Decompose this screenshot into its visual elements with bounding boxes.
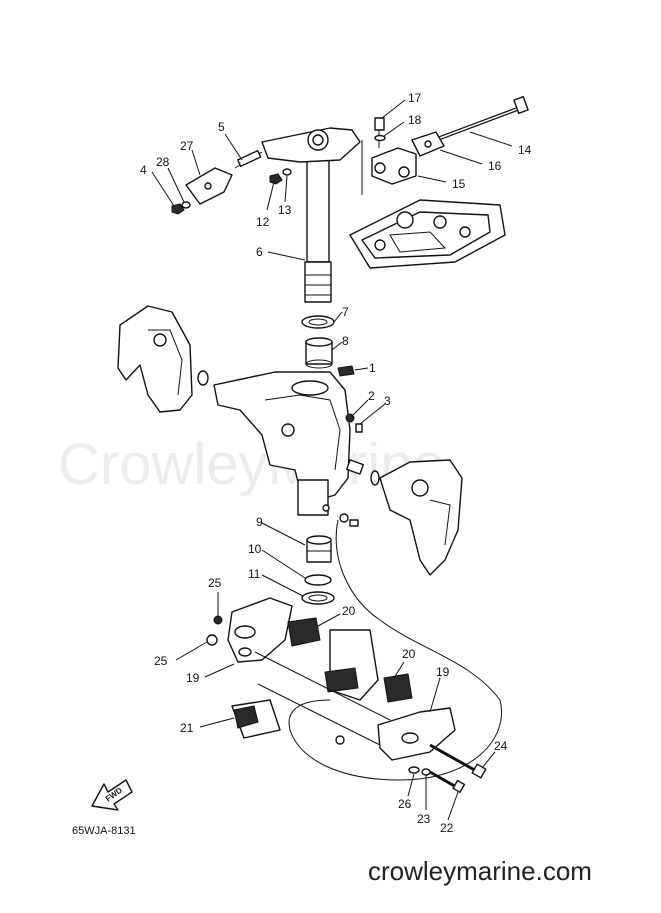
part-19-right-mount bbox=[377, 707, 456, 761]
part-12-nut bbox=[269, 173, 283, 185]
part-23-washer bbox=[421, 768, 431, 776]
callout-27: 27 bbox=[180, 139, 194, 153]
part-15-clamp bbox=[371, 147, 417, 185]
callout-11: 11 bbox=[248, 567, 261, 581]
callout-2: 2 bbox=[368, 389, 375, 403]
diagram-code: 65WJA-8131 bbox=[72, 825, 136, 837]
callout-1: 1 bbox=[369, 361, 376, 375]
part-13-washer bbox=[282, 168, 292, 176]
callout-20-right: 20 bbox=[402, 647, 416, 661]
part-21-cover bbox=[231, 699, 281, 739]
callout-21: 21 bbox=[180, 721, 194, 735]
callout-4: 4 bbox=[140, 163, 147, 177]
callout-17: 17 bbox=[408, 91, 422, 105]
callout-7: 7 bbox=[342, 305, 349, 319]
lower-case-center bbox=[324, 629, 379, 701]
website-label: crowleymarine.com bbox=[368, 856, 592, 886]
callout-3: 3 bbox=[384, 394, 391, 408]
part-3-screw bbox=[355, 423, 363, 433]
watermark: CrowleyMarine bbox=[58, 432, 445, 497]
leader-lines bbox=[151, 99, 513, 821]
part-7-seal bbox=[301, 315, 335, 329]
part-11-seal bbox=[301, 591, 335, 605]
mount-bolt-line-lower bbox=[257, 683, 381, 746]
tilt-tube-parts bbox=[346, 459, 380, 486]
part-25-upper-nut bbox=[213, 615, 223, 625]
callout-9: 9 bbox=[256, 515, 263, 529]
callout-6: 6 bbox=[256, 245, 263, 259]
part-16-plate bbox=[411, 131, 445, 157]
mount-bolt-line-upper bbox=[254, 651, 391, 721]
lower-unit-outline bbox=[288, 519, 502, 781]
callout-18: 18 bbox=[408, 113, 422, 127]
callout-13: 13 bbox=[278, 203, 292, 217]
part-22-bolt bbox=[429, 770, 466, 794]
callout-20-left: 20 bbox=[342, 604, 356, 618]
part-28-washer bbox=[181, 201, 191, 209]
callout-8: 8 bbox=[342, 334, 349, 348]
part-9-bushing bbox=[306, 535, 332, 563]
callout-28: 28 bbox=[156, 155, 170, 169]
part-24-bolt bbox=[429, 743, 487, 779]
callout-24: 24 bbox=[494, 739, 508, 753]
part-20-right-rubber bbox=[383, 673, 413, 703]
callout-15: 15 bbox=[452, 177, 466, 191]
part-18-washer bbox=[374, 134, 386, 142]
part-19-left-mount bbox=[227, 597, 293, 663]
callout-12: 12 bbox=[256, 215, 270, 229]
part-14-long-bolt bbox=[439, 96, 529, 140]
left-clamp-bracket bbox=[117, 305, 193, 413]
part-25-lower-nut bbox=[206, 634, 218, 646]
callout-25-upper: 25 bbox=[208, 576, 222, 590]
callout-10: 10 bbox=[248, 542, 262, 556]
part-27-plate bbox=[185, 167, 233, 205]
ground-screw bbox=[335, 735, 345, 745]
left-washer bbox=[197, 370, 209, 386]
callout-16: 16 bbox=[488, 159, 502, 173]
swivel-bracket bbox=[213, 371, 351, 516]
part-5-steering-arm bbox=[234, 127, 361, 169]
callout-19-left: 19 bbox=[186, 671, 200, 685]
callout-22: 22 bbox=[440, 821, 454, 835]
part-1-clip bbox=[337, 365, 355, 377]
right-clamp-bracket bbox=[379, 459, 463, 576]
part-26-washer bbox=[408, 766, 420, 774]
fwd-arrow-icon: FWD bbox=[91, 779, 133, 811]
part-20-left-rubber bbox=[287, 617, 321, 647]
callout-25-lower: 25 bbox=[154, 654, 168, 668]
part-8-bushing bbox=[305, 337, 333, 369]
part-17-bolt bbox=[374, 117, 385, 148]
part-6-steering-shaft bbox=[304, 151, 332, 303]
grease-fitting bbox=[322, 504, 359, 527]
upper-mount-bracket bbox=[349, 199, 506, 269]
callout-19-right: 19 bbox=[436, 665, 450, 679]
part-10-oring bbox=[304, 574, 332, 586]
callout-labels: 1 2 3 4 5 6 7 8 9 10 11 12 13 14 15 16 1… bbox=[140, 91, 532, 835]
callout-14: 14 bbox=[518, 143, 532, 157]
callout-5: 5 bbox=[218, 120, 225, 134]
part-4-nut bbox=[171, 203, 185, 215]
callout-23: 23 bbox=[417, 812, 431, 826]
callout-26: 26 bbox=[398, 797, 412, 811]
